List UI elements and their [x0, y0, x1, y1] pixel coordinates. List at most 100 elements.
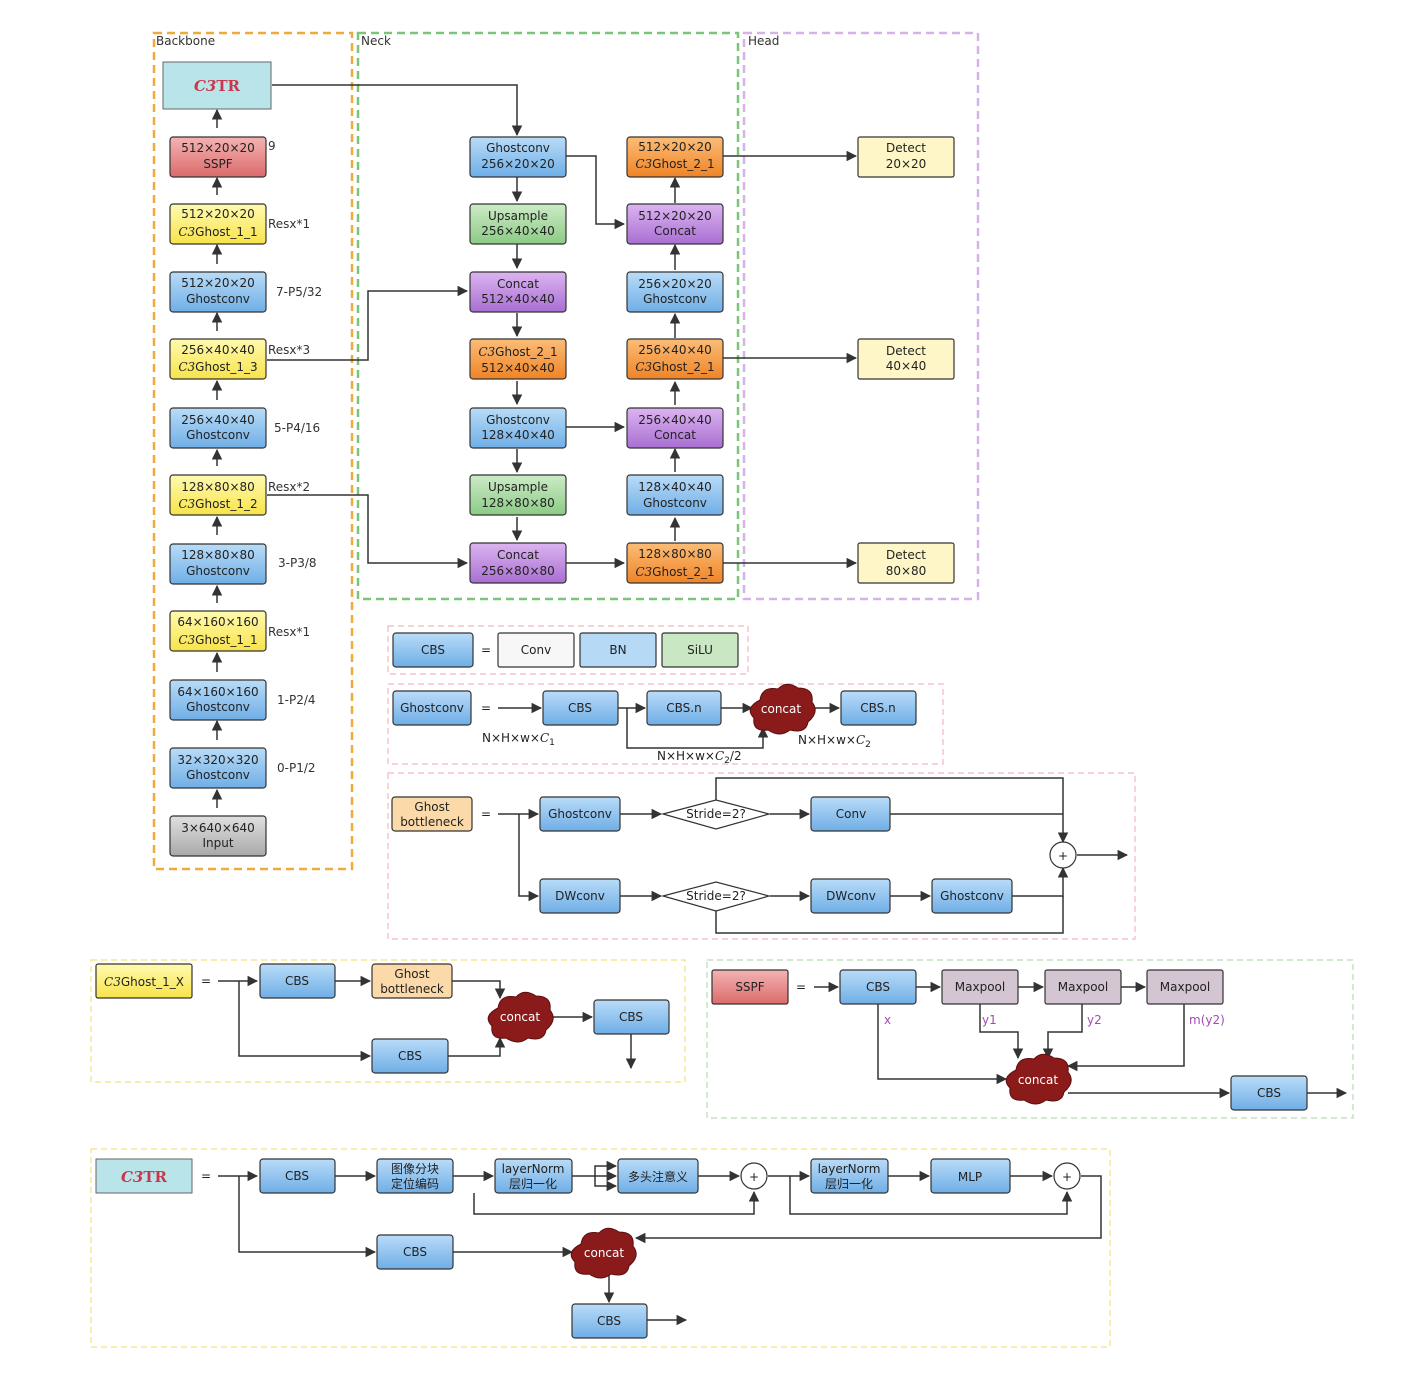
head-detect-80x80: Detect 80×80	[857, 542, 955, 584]
dim-mid-text: N×H×w×	[657, 749, 715, 763]
legend-sspf-frame	[706, 959, 1354, 1119]
neck-m7-shape: 128×80×80	[638, 547, 712, 561]
bottleneck-plus: +	[1058, 849, 1068, 863]
ghostconv-p3-shape: 128×80×80	[181, 548, 255, 562]
c3ghost-1-1-bottom-shape: 64×160×160	[177, 615, 258, 629]
neck-upsample-128x80x80: Upsample 128×80×80	[469, 474, 567, 516]
c3tr-ln2-2: 层归一化	[825, 1177, 873, 1191]
neck-c3ghost-2-1-128x80x80: 128×80×80 C3Ghost_2_1	[626, 542, 724, 584]
legend-ghostconv-frame	[387, 683, 944, 765]
c3ghost-1-2-shape: 128×80×80	[181, 480, 255, 494]
c3ghost-1-3-name: Ghost_1_3	[195, 360, 257, 374]
neck-ghostconv-128x40x40-right: 128×40×40 Ghostconv	[626, 474, 724, 516]
c3tr-add-node-2-icon	[1053, 1162, 1081, 1190]
c3ghost-1-1-top-name: Ghost_1_1	[195, 225, 257, 239]
ghostconv-p5-name: Ghostconv	[186, 292, 250, 306]
dim-mid-c: C	[715, 749, 724, 763]
c3tr-pos-2: 定位编码	[391, 1176, 439, 1191]
ghostconv-p1-shape: 32×320×320	[177, 753, 258, 767]
sspf-cbs-2-label: CBS	[1257, 1086, 1281, 1100]
ghostconv-p4-side-label: 5-P4/16	[274, 421, 320, 435]
sspf-x-label: x	[884, 1013, 891, 1027]
ghostconv-p2-shape: 64×160×160	[177, 685, 258, 699]
dim-mid-tail: /2	[730, 749, 742, 763]
legend-ghost-bottleneck: Ghost bottleneck = Ghostconv DWconv Stri…	[391, 777, 1129, 934]
backbone-ghostconv-p4: 256×40×40 Ghostconv 5-P4/16	[169, 407, 320, 449]
legend-cbs: CBS = Conv BN SiLU	[392, 632, 739, 668]
neck-m3-name: Ghostconv	[643, 292, 707, 306]
c3ghost-legend-prefix: C3	[104, 975, 121, 989]
ghostconv-p1-side-label: 0-P1/2	[277, 761, 316, 775]
c3ghost-1-1-top-prefix: C3	[178, 225, 195, 239]
dim-in-c: C	[540, 731, 549, 745]
sspf-name: SSPF	[203, 157, 232, 171]
c3tr-mha-label: 多头注意义	[628, 1169, 688, 1184]
bottleneck-dwconv-1-label: DWconv	[555, 889, 605, 903]
detect-2-shape: 40×40	[886, 359, 927, 373]
backbone-c3ghost-1-1-top: 512×20×20 C3Ghost_1_1 Resx*1	[169, 203, 310, 245]
svg-text:C3Ghost_1_1: C3Ghost_1_1	[178, 225, 257, 239]
neck-concat-256x40x40: 256×40×40 Concat	[626, 407, 724, 449]
neck-n6-shape: 128×80×80	[481, 496, 555, 510]
input-name: Input	[202, 836, 233, 850]
stride-2-label: Stride=2?	[686, 889, 746, 903]
dim-in-sub: 1	[549, 738, 555, 748]
c3ghost-1-2-name: Ghost_1_2	[195, 497, 257, 511]
svg-text:C3Ghost_1_1: C3Ghost_1_1	[178, 633, 257, 647]
neck-m3-shape: 256×20×20	[638, 277, 712, 291]
neck-n4-shape: 512×40×40	[481, 361, 555, 375]
bottleneck-title-2: bottleneck	[400, 815, 464, 829]
c3ghost-bneck-2: bottleneck	[380, 982, 444, 996]
sspf-maxpool-3-label: Maxpool	[1160, 980, 1210, 994]
neck-n6-name: Upsample	[488, 480, 548, 494]
c3ghost-1-1-top-side-label: Resx*1	[268, 217, 310, 231]
head-detect-40x40: Detect 40×40	[857, 338, 955, 380]
c3ghost-legend-equals: =	[201, 974, 211, 988]
ghostconv-p5-side-label: 7-P5/32	[276, 285, 322, 299]
legend-ghostconv-cbs-label: CBS	[568, 701, 592, 715]
c3ghost-1-1-bottom-prefix: C3	[178, 633, 195, 647]
neck-ghostconv-128x40x40: Ghostconv 128×40×40	[469, 407, 567, 449]
stride-decision-1	[660, 799, 772, 830]
neck-n2-shape: 256×40×40	[481, 224, 555, 238]
legend-ghostconv-label: Ghostconv	[400, 701, 464, 715]
backbone-c3ghost-1-2: 128×80×80 C3Ghost_1_2 Resx*2	[169, 474, 310, 516]
ghostconv-p3-side-label: 3-P3/8	[278, 556, 317, 570]
add-node-icon	[1049, 841, 1077, 869]
svg-text:N×H×w×C2/2: N×H×w×C2/2	[657, 749, 742, 766]
svg-text:C3Ghost_2_1: C3Ghost_2_1	[635, 565, 714, 579]
c3tr-prefix: C3	[194, 77, 216, 95]
legend-silu-label: SiLU	[687, 643, 713, 657]
c3ghost-cbs-2-label: CBS	[398, 1049, 422, 1063]
neck-ghostconv-256x20x20-right: 256×20×20 Ghostconv	[626, 271, 724, 313]
neck-m2-shape: 512×20×20	[638, 209, 712, 223]
neck-n4-prefix: C3	[478, 345, 495, 359]
c3tr-cbs-3-label: CBS	[597, 1314, 621, 1328]
bottleneck-dwconv-2-label: DWconv	[826, 889, 876, 903]
sspf-concat-label: concat	[1018, 1073, 1058, 1087]
ghostconv-p5-shape: 512×20×20	[181, 276, 255, 290]
ghostconv-p1-name: Ghostconv	[186, 768, 250, 782]
neck-c3ghost-2-1-256x40x40: 256×40×40 C3Ghost_2_1	[626, 338, 724, 380]
ghostconv-p4-shape: 256×40×40	[181, 413, 255, 427]
neck-n2-name: Upsample	[488, 209, 548, 223]
neck-n7-shape: 256×80×80	[481, 564, 555, 578]
neck-n1-name: Ghostconv	[486, 141, 550, 155]
c3tr-add-node-1-icon	[740, 1162, 768, 1190]
dim-in-text: N×H×w×	[482, 731, 540, 745]
legend-c3ghost-1-x: C3Ghost_1_X = CBS Ghost bottleneck CBS c…	[95, 963, 670, 1074]
neck-m1-shape: 512×20×20	[638, 140, 712, 154]
neck-m5-shape: 256×40×40	[638, 413, 712, 427]
dim-out-text: N×H×w×	[798, 733, 856, 747]
legend-conv-label: Conv	[521, 643, 551, 657]
c3tr-mlp-label: MLP	[958, 1170, 982, 1184]
detect-3-name: Detect	[886, 548, 926, 562]
c3tr-plus-1: +	[749, 1170, 759, 1184]
section-title-neck: Neck	[361, 34, 391, 48]
c3tr-cbs-2-label: CBS	[403, 1245, 427, 1259]
neck-arrows	[267, 84, 858, 569]
legend-cbs-frame	[387, 625, 749, 675]
c3tr-pos-1: 图像分块	[391, 1162, 439, 1176]
neck-m1-name: Ghost_2_1	[652, 157, 714, 171]
c3tr-legend-equals: =	[201, 1169, 211, 1183]
